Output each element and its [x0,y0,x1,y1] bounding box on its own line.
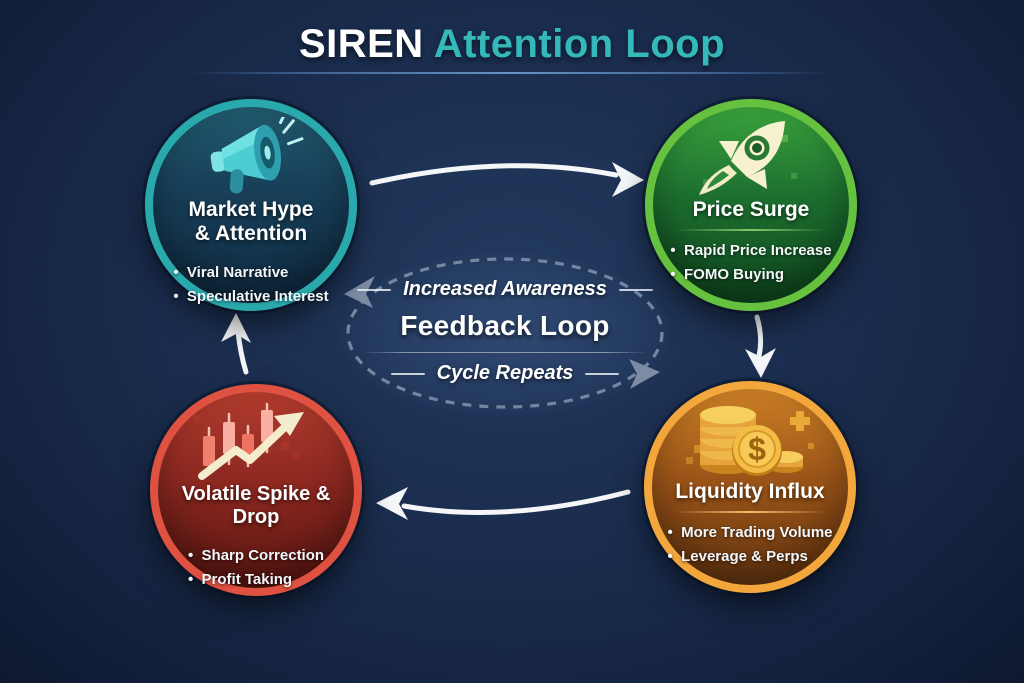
node-market-hype: Market Hype & Attention Viral Narrative … [145,99,357,311]
bullet-item: Viral Narrative [173,261,288,285]
dash-right [585,372,620,375]
cycle-repeats-row: Cycle Repeats [345,362,665,385]
arrowhead-right-icon [612,162,644,197]
node-title: Market Hype & Attention [188,198,314,246]
loop-arrowhead-right-icon [629,359,660,389]
arrow-bottom-shaft [401,489,631,515]
feedback-loop-label: Feedback Loop [400,310,610,341]
cycle-arrowheads [221,162,776,520]
svg-text:$: $ [748,431,766,467]
arrow-right-shaft [754,314,764,359]
dash-left [390,372,425,375]
increased-awareness-label: Increased Awareness [403,278,607,300]
node-title: Liquidity Influx [675,480,825,503]
arrowhead-up-icon [221,313,251,343]
bullet-item: FOMO Buying [670,263,784,287]
cycle-repeats-label: Cycle Repeats [436,362,574,384]
node-volatile-spike: Volatile Spike & Drop Sharp Correction P… [150,384,362,596]
node-title: Price Surge [692,198,810,221]
node-bullet-list: More Trading Volume Leverage & Perps [668,521,832,569]
megaphone-icon [210,117,304,194]
node-bullet-list: Sharp Correction Profit Taking [188,544,325,592]
candlestick-icon [194,402,304,480]
loop-arrowhead-left-icon [344,276,375,308]
increased-awareness-row: Increased Awareness [345,278,665,301]
arrow-top-shaft [369,163,619,186]
title-rest: Attention Loop [433,22,726,66]
node-bullet-list: Rapid Price Increase FOMO Buying [670,239,832,287]
node-bullet-list: Viral Narrative Speculative Interest [173,261,329,309]
feedback-loop-label-group: Increased Awareness Feedback Loop Cycle … [345,278,665,385]
bullet-item: Rapid Price Increase [670,239,832,263]
bullet-item: Speculative Interest [173,285,329,309]
node-divider [674,511,826,514]
arrowhead-down-icon [745,348,776,378]
center-divider-line [362,352,648,353]
node-divider [675,229,827,232]
bullet-item: Leverage & Perps [668,545,808,569]
bullet-item: Sharp Correction [188,544,325,568]
node-price-surge: Price Surge Rapid Price Increase FOMO Bu… [645,99,857,311]
node-liquidity-influx: $ Liquidity Influx More Trading Volume L… [644,381,856,593]
title-brand: SIREN [298,22,424,66]
rocket-icon [699,121,797,195]
dash-left [357,288,392,291]
coins-icon: $ [686,406,814,476]
center-glow [340,252,670,416]
bullet-item: More Trading Volume [668,521,832,545]
node-title: Volatile Spike & Drop [181,483,331,528]
bullet-item: Profit Taking [188,568,293,592]
arrowhead-left-icon [376,487,408,520]
title-underline [190,72,830,74]
dash-right [618,288,653,291]
feedback-loop-dashed-ellipse [346,257,664,409]
